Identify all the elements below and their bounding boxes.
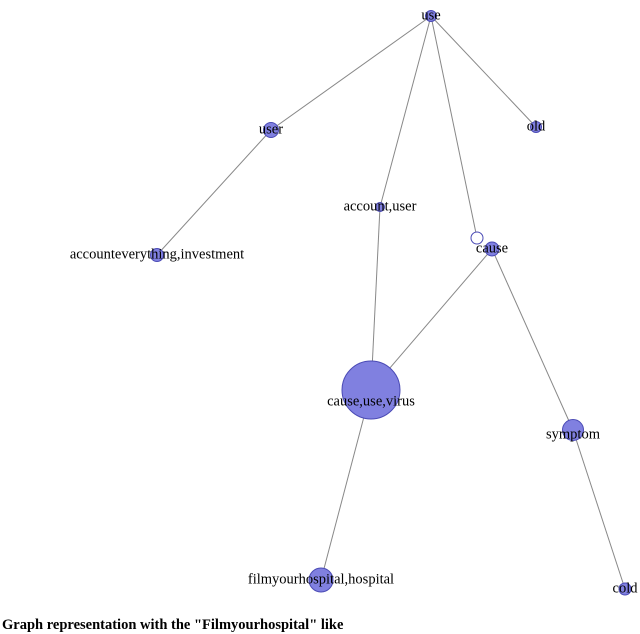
graph-node-label: use	[421, 7, 440, 23]
graph-node[interactable]	[375, 202, 385, 212]
graph-edge	[370, 206, 381, 391]
graph-edge	[379, 15, 432, 208]
graph-edge	[572, 429, 626, 590]
graph-node-label: old	[527, 118, 546, 134]
graph-node[interactable]	[562, 419, 584, 441]
graph-node[interactable]	[470, 231, 484, 245]
graph-edge	[320, 389, 372, 581]
graph-node[interactable]	[263, 122, 279, 138]
graph-node-label: cause,use,virus	[327, 393, 415, 409]
figure-caption: Graph representation with the "Filmyourh…	[2, 617, 344, 633]
graph-node[interactable]	[484, 241, 500, 257]
graph-edge	[270, 15, 432, 131]
graph-edge	[430, 15, 537, 128]
graph-node-label: user	[259, 121, 283, 137]
graph-node[interactable]	[618, 582, 632, 596]
graph-node-label: accounteverything,investment	[70, 246, 244, 262]
graph-node[interactable]	[308, 567, 334, 593]
graph-node[interactable]	[341, 360, 401, 420]
edges-layer	[156, 15, 626, 590]
graph-edge	[370, 248, 493, 391]
graph-node-label: filmyourhospital,hospital	[248, 571, 394, 587]
labels-layer: use old user account,user accounteverything,…	[70, 7, 638, 596]
graph-node-label: account,user	[344, 198, 417, 214]
graph-edge	[491, 248, 574, 431]
graph-node[interactable]	[530, 121, 542, 133]
graph-node-label: symptom	[546, 426, 601, 442]
graph-edge	[156, 129, 272, 256]
nodes-layer	[150, 10, 632, 596]
graph-edge	[430, 15, 478, 239]
graph-node-label: cold	[613, 580, 639, 596]
graph-node-label: cause	[476, 240, 508, 256]
graph-node[interactable]	[150, 248, 164, 262]
graph-node[interactable]	[425, 10, 437, 22]
